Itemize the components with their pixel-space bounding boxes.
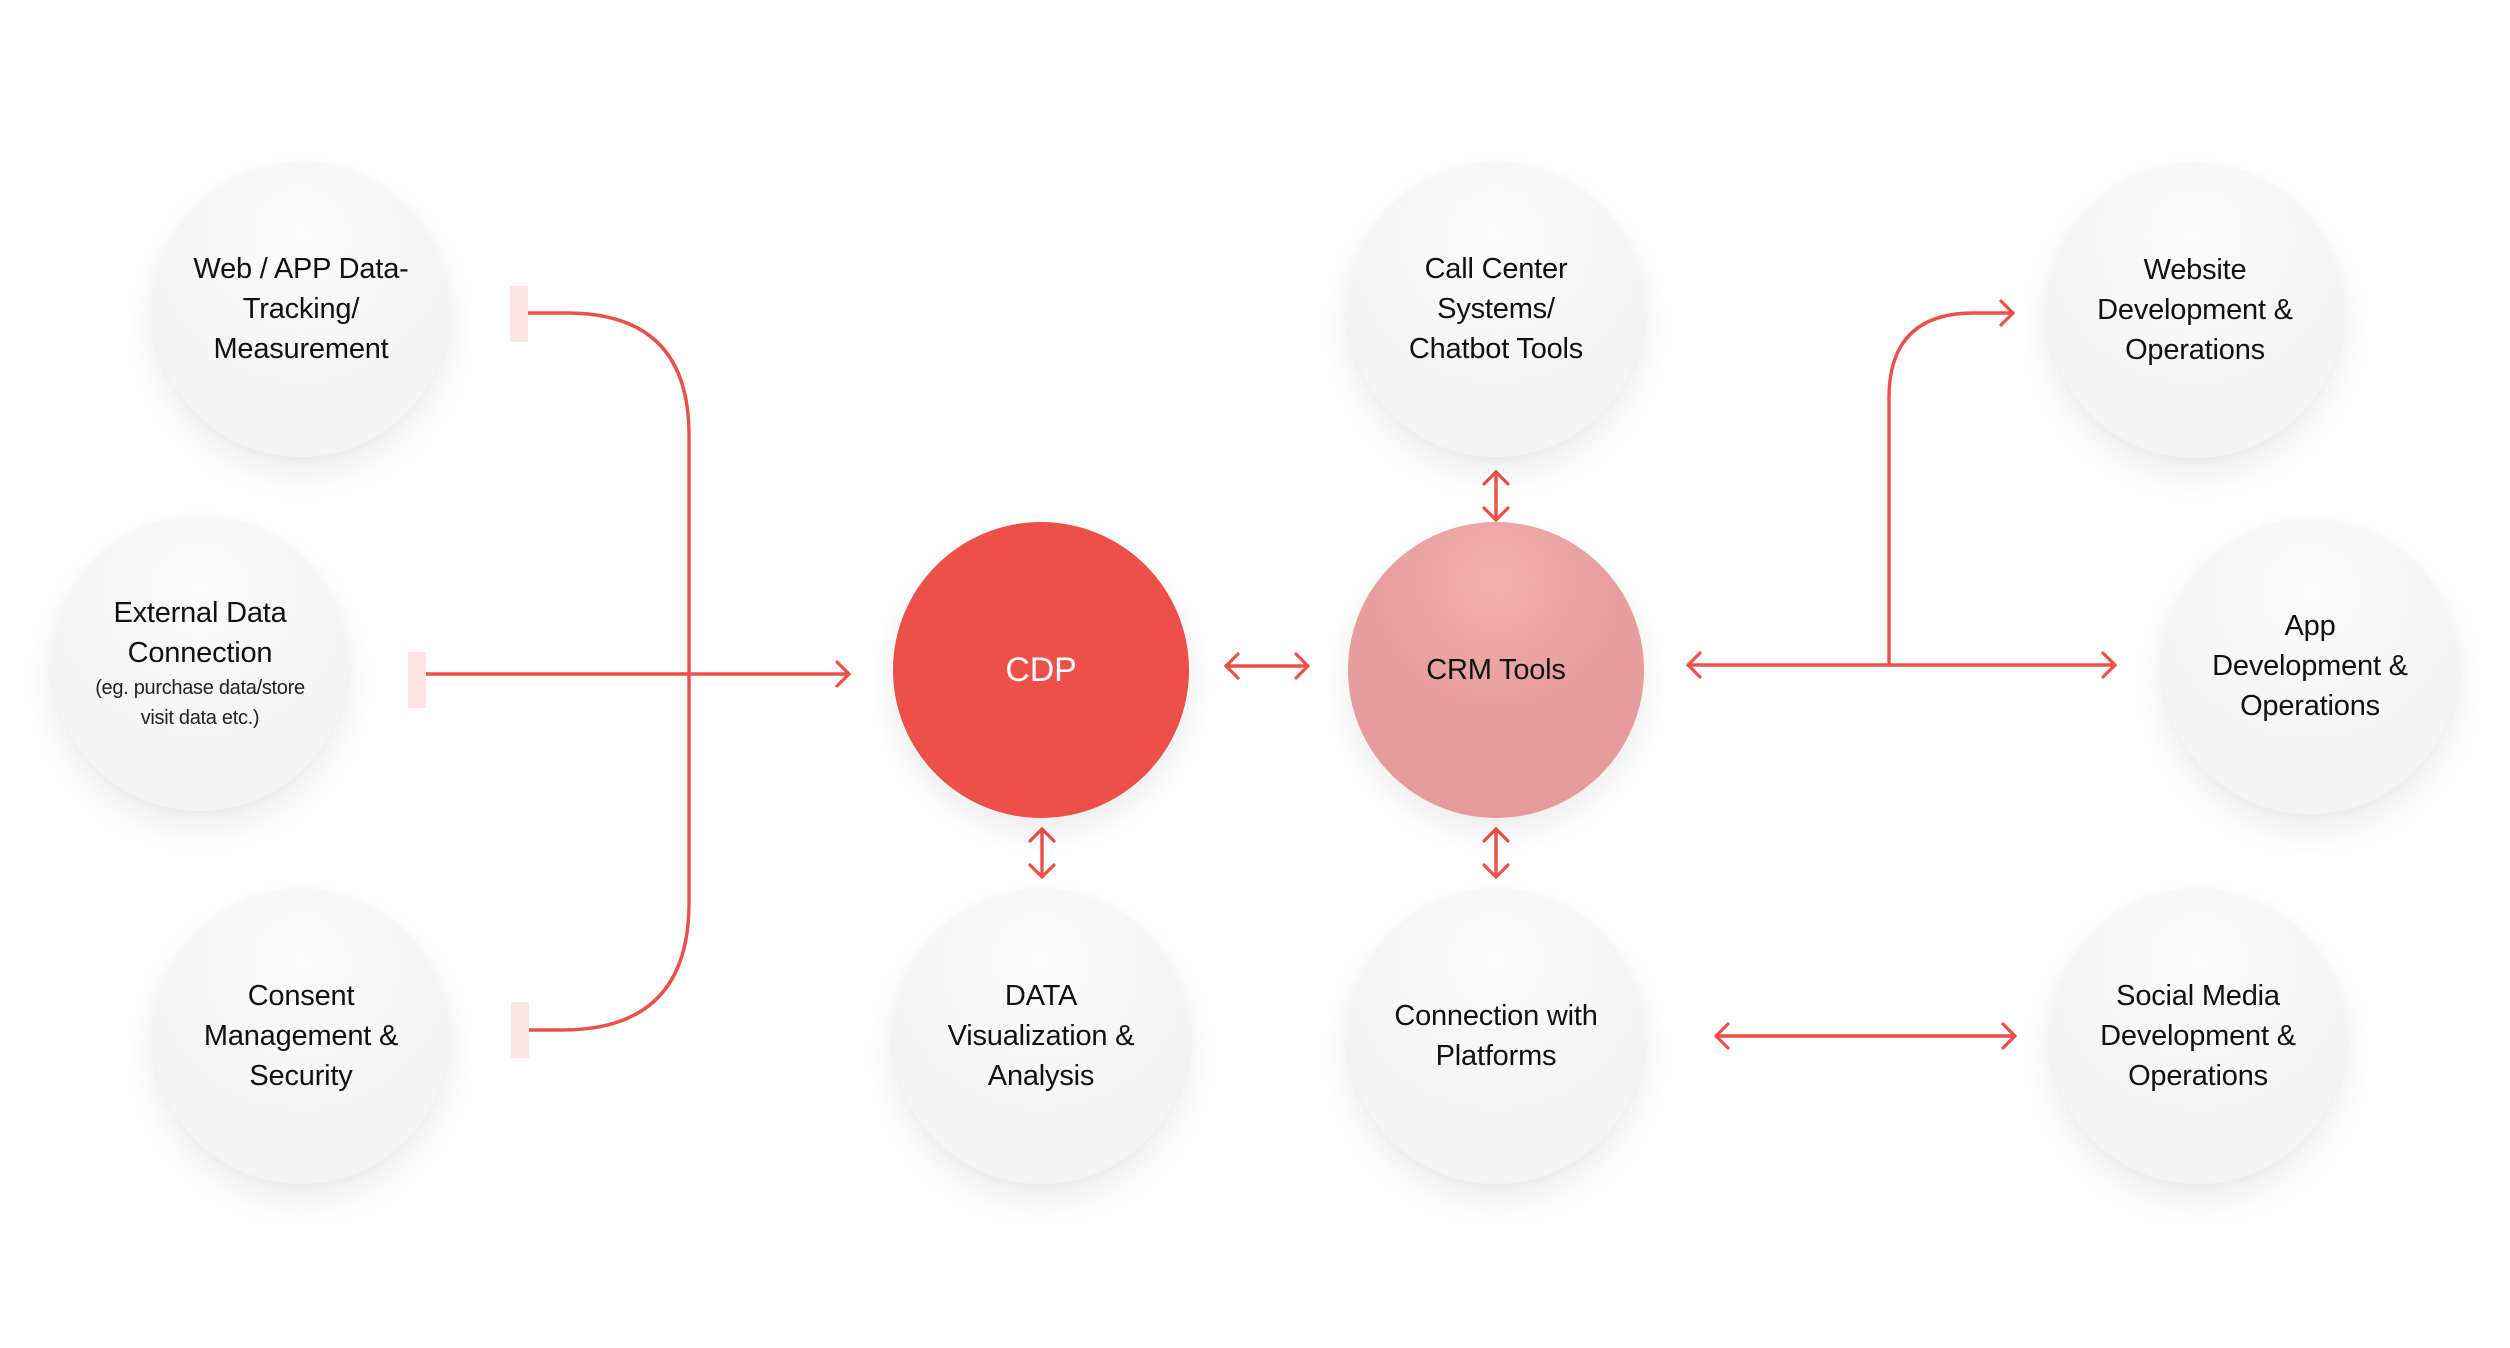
cdp-label: CDP bbox=[1005, 651, 1077, 689]
node-label-line: Web / APP Data- bbox=[193, 253, 409, 285]
crm-label: CRM Tools bbox=[1426, 654, 1566, 686]
node-call-center: Call Center Systems/ Chatbot Tools bbox=[1348, 161, 1644, 457]
node-label-line: Chatbot Tools bbox=[1408, 333, 1584, 365]
node-label-line: Platforms bbox=[1435, 1040, 1557, 1072]
node-connection-platforms: Connection with Platforms bbox=[1348, 888, 1644, 1184]
node-label-line: Social Media bbox=[2116, 980, 2280, 1012]
node-label-line: Call Center bbox=[1424, 253, 1568, 285]
input-stub-web bbox=[510, 286, 528, 342]
node-consent: Consent Management & Security bbox=[153, 888, 449, 1184]
node-label-line: Operations bbox=[2128, 1060, 2268, 1092]
node-web-app-tracking: Web / APP Data- Tracking/ Measurement bbox=[153, 161, 449, 457]
node-label-line: Measurement bbox=[213, 333, 389, 365]
node-label-line: DATA bbox=[1004, 980, 1078, 1012]
node-app-dev: App Development & Operations bbox=[2162, 518, 2458, 814]
node-label-line: Systems/ bbox=[1437, 293, 1555, 325]
node-label-line: Connection with bbox=[1394, 1000, 1598, 1032]
input-stub-external bbox=[408, 652, 426, 708]
input-stub-consent bbox=[511, 1002, 529, 1058]
node-label-line: Security bbox=[249, 1060, 353, 1092]
node-label-line: Visualization & bbox=[947, 1020, 1135, 1052]
node-sub-line: visit data etc.) bbox=[140, 707, 260, 729]
node-sub-line: (eg. purchase data/store bbox=[95, 677, 305, 699]
node-social-media-dev: Social Media Development & Operations bbox=[2050, 888, 2346, 1184]
node-label-line: Connection bbox=[127, 637, 273, 669]
arrow-to-website bbox=[1887, 299, 2015, 667]
node-label-line: Website bbox=[2143, 254, 2247, 286]
node-label-line: Management & bbox=[203, 1020, 399, 1052]
node-data-visualization: DATA Visualization & Analysis bbox=[893, 888, 1189, 1184]
node-label-line: Development & bbox=[2097, 294, 2293, 326]
node-cdp: CDP bbox=[893, 522, 1189, 818]
node-label-line: External Data bbox=[113, 597, 287, 629]
node-label-line: Development & bbox=[2100, 1020, 2296, 1052]
node-crm-tools: CRM Tools bbox=[1348, 522, 1644, 818]
node-label-line: Tracking/ bbox=[242, 293, 360, 325]
connector-web-to-bus bbox=[526, 311, 691, 1032]
node-label-line: Analysis bbox=[987, 1060, 1095, 1092]
node-label-line: Consent bbox=[247, 980, 355, 1012]
node-external-data: External Data Connection (eg. purchase d… bbox=[52, 515, 348, 811]
node-label-line: Development & bbox=[2212, 650, 2408, 682]
node-label-line: Operations bbox=[2240, 690, 2380, 722]
node-website-dev: Website Development & Operations bbox=[2047, 162, 2343, 458]
node-label-line: Operations bbox=[2125, 334, 2265, 366]
node-label-line: App bbox=[2284, 610, 2336, 642]
